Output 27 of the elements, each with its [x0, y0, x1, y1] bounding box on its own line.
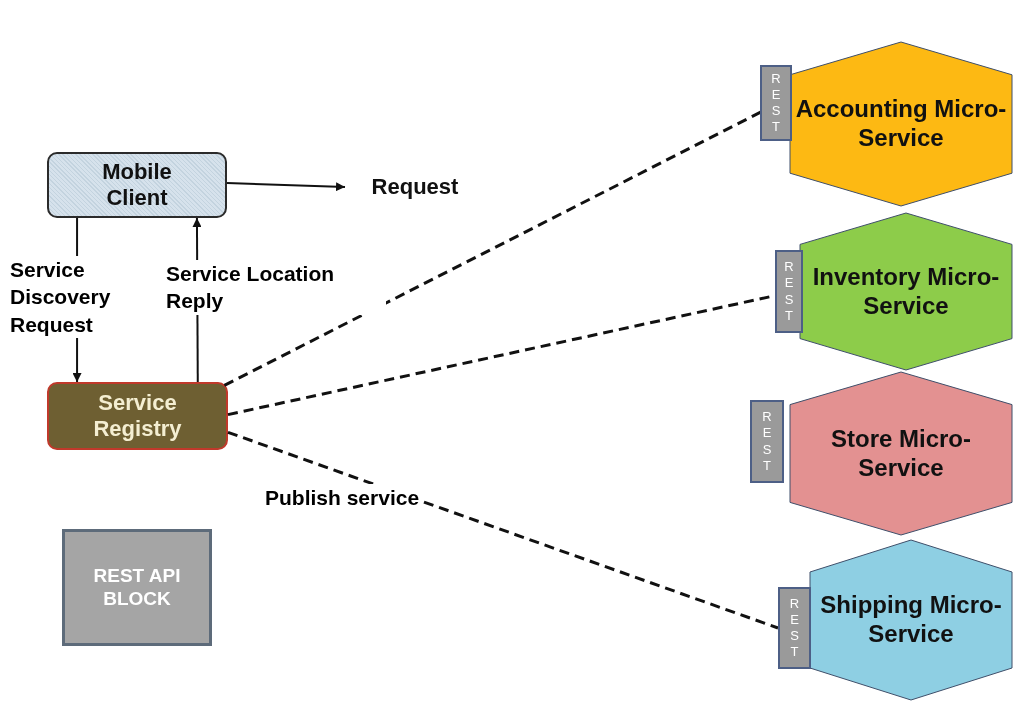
node-label: Store Micro-Service — [830, 424, 972, 483]
rest-tab — [750, 400, 784, 483]
client-box — [47, 152, 227, 218]
microservice-hexagon — [790, 42, 1012, 206]
node-label: Shipping Micro-Service — [819, 591, 1003, 649]
microservice-hexagon — [800, 213, 1012, 370]
registry-box — [47, 382, 228, 450]
dashed-connector — [223, 110, 762, 387]
rest-label: REST — [783, 259, 795, 324]
rest-label: REST — [761, 409, 773, 474]
rest-tab — [778, 587, 811, 669]
node-label: Accounting Micro-Service — [794, 95, 1008, 153]
microservice-hexagon — [790, 372, 1012, 535]
microservice-hexagon — [810, 540, 1012, 700]
node-label: Mobile Client — [101, 158, 173, 212]
node-label: Inventory Micro-Service — [811, 262, 1001, 321]
edge-label: Service Location Reply — [166, 260, 386, 315]
rest-label: REST — [788, 595, 801, 661]
dashed-connector — [227, 430, 779, 630]
node-label: REST API BLOCK — [92, 564, 182, 611]
rest-label: REST — [770, 70, 782, 136]
rest-tab — [775, 250, 803, 333]
rest-tab — [760, 65, 792, 141]
rest-api-block — [62, 529, 212, 646]
node-label: Service Registry — [92, 389, 183, 443]
arrow — [226, 182, 346, 192]
request-text: Request — [371, 173, 459, 201]
